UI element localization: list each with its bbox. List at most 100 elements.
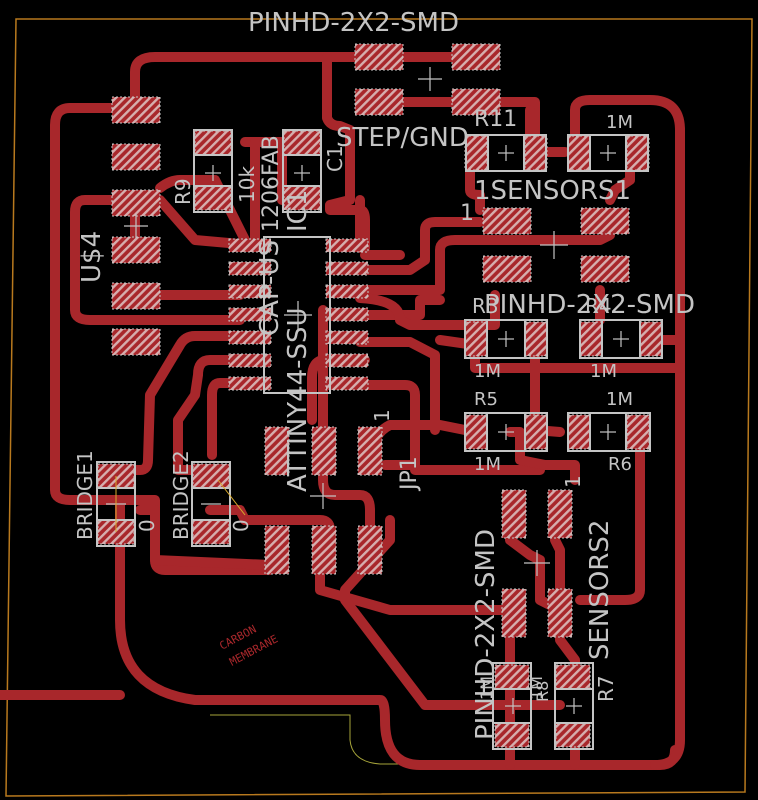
r1-outline (567, 134, 649, 172)
board-outline (5, 18, 753, 797)
pad[interactable] (228, 376, 272, 391)
label-jp1-pin1: 1 (370, 409, 394, 422)
label-r9: R9 (171, 178, 195, 205)
pad[interactable] (325, 376, 369, 391)
pad[interactable] (228, 284, 272, 299)
labels: PINHD-2X2-SMD STEP/GND R11 1M 1SENSORS1 … (73, 8, 695, 740)
pad[interactable] (325, 307, 369, 322)
trace (360, 380, 545, 475)
label-us4: U$4 (77, 231, 107, 283)
label-r4-val: 1M (590, 361, 617, 382)
pad[interactable] (626, 414, 650, 450)
bridge2-outline (191, 461, 231, 547)
pad[interactable] (325, 330, 369, 345)
pad[interactable] (524, 321, 548, 357)
pad[interactable] (111, 189, 161, 217)
trace (355, 217, 485, 275)
pad[interactable] (524, 414, 548, 450)
pad[interactable] (464, 135, 488, 171)
pad[interactable] (567, 414, 591, 450)
pad[interactable] (357, 426, 383, 476)
pad[interactable] (580, 255, 630, 283)
pad[interactable] (354, 88, 404, 116)
trace (207, 378, 245, 460)
pad[interactable] (194, 130, 232, 156)
pad[interactable] (464, 414, 488, 450)
pad[interactable] (194, 185, 232, 211)
pad[interactable] (547, 588, 573, 638)
label-r5: R5 (474, 389, 498, 410)
pad[interactable] (228, 307, 272, 322)
label-r7-val: 1M (527, 676, 546, 700)
pad[interactable] (311, 525, 337, 575)
pad[interactable] (325, 261, 369, 276)
pad[interactable] (192, 463, 230, 489)
pad[interactable] (451, 43, 501, 71)
pad[interactable] (524, 135, 548, 171)
pad[interactable] (192, 519, 230, 545)
label-r9-val: 10k (235, 166, 259, 203)
trace (435, 335, 685, 373)
pad[interactable] (580, 207, 630, 235)
pad[interactable] (325, 353, 369, 368)
pad[interactable] (494, 664, 530, 690)
origin-crosses (106, 67, 629, 714)
pad[interactable] (501, 489, 527, 539)
pad[interactable] (283, 130, 321, 156)
trace (355, 290, 500, 330)
pad[interactable] (111, 143, 161, 171)
pad[interactable] (357, 525, 383, 575)
pad[interactable] (325, 238, 369, 253)
pad[interactable] (579, 321, 603, 357)
pad[interactable] (228, 330, 272, 345)
label-pinhd-mid: PINHD-2X2-SMD (484, 290, 695, 320)
pad[interactable] (354, 43, 404, 71)
pad[interactable] (111, 328, 161, 356)
pad[interactable] (501, 588, 527, 638)
label-sensors2: SENSORS2 (585, 520, 615, 660)
pad[interactable] (111, 96, 161, 124)
trace (465, 160, 485, 215)
trace (130, 52, 385, 110)
label-r8-val: 1M (477, 676, 496, 700)
pad[interactable] (111, 282, 161, 310)
label-r8: R8 (533, 681, 552, 702)
pad[interactable] (228, 238, 272, 253)
pad[interactable] (451, 88, 501, 116)
label-sensors1: 1SENSORS1 (474, 176, 631, 206)
label-r3-val: 1M (474, 361, 501, 382)
pad[interactable] (264, 525, 290, 575)
pad[interactable] (555, 722, 591, 748)
silkscreen (96, 129, 663, 750)
trace (135, 505, 275, 570)
label-sensors1-pin1: 1 (460, 201, 474, 226)
pad[interactable] (264, 426, 290, 476)
pad[interactable] (482, 207, 532, 235)
trace (117, 331, 245, 475)
pad[interactable] (464, 321, 488, 357)
label-r11: R11 (474, 107, 517, 132)
r8-outline (492, 662, 532, 750)
trace (605, 160, 635, 205)
trace (50, 103, 275, 575)
trace (70, 195, 245, 325)
label-bridge2: BRIDGE2 (169, 450, 193, 540)
trace (575, 427, 645, 605)
pad[interactable] (547, 489, 573, 539)
label-r1-val: 1M (606, 112, 633, 133)
pad[interactable] (555, 664, 591, 690)
pad[interactable] (228, 353, 272, 368)
pad[interactable] (228, 261, 272, 276)
label-jp1: JP1 (397, 456, 422, 492)
pad[interactable] (494, 722, 530, 748)
label-step-gnd: STEP/GND (336, 123, 469, 153)
pad[interactable] (639, 321, 663, 357)
pad[interactable] (111, 236, 161, 264)
label-attiny: ATTINY44-SSU (283, 307, 313, 492)
pad[interactable] (311, 426, 337, 476)
pad[interactable] (325, 284, 369, 299)
pad[interactable] (626, 135, 650, 171)
pad[interactable] (482, 255, 532, 283)
pad[interactable] (567, 135, 591, 171)
